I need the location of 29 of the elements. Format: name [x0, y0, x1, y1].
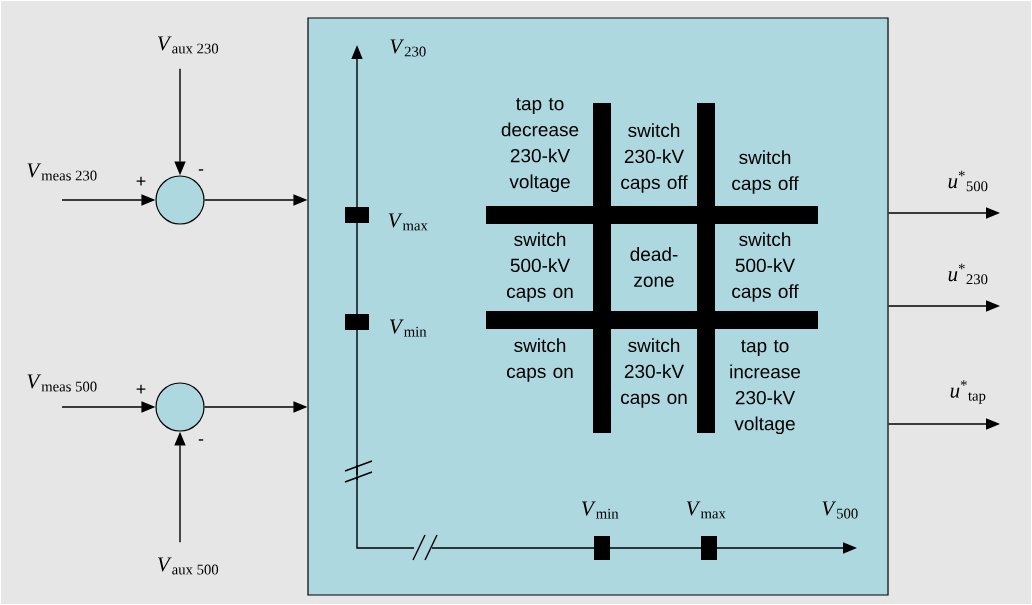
axis-label: V$_{max}$: [686, 501, 726, 519]
region-label: switch 500-kV caps on: [507, 232, 573, 302]
edge-label: u$^{*}$500: [948, 170, 988, 192]
region-label: switch 230-kV caps off: [621, 123, 688, 193]
controller-box: [307, 17, 889, 596]
region-label: switch caps on: [507, 338, 573, 382]
region-label: tap to increase 230-kV voltage: [730, 339, 801, 435]
summing-junction: [155, 382, 205, 432]
summing-junction: [155, 175, 205, 225]
region-label: switch 500-kV caps off: [732, 232, 799, 302]
signal-label: V$_{meas 230}$: [27, 163, 97, 181]
axis-label: V$_{230}$: [390, 39, 426, 57]
region-label: switch 230-kV caps on: [621, 338, 687, 408]
axis-label: V$_{min}$: [390, 319, 427, 337]
edge-label: u$^{*}$tap: [950, 380, 986, 404]
edge-label: u$^{*}$230: [948, 263, 988, 285]
axis-label: V$_{min}$: [582, 501, 619, 519]
axis-label: V$_{500}$: [822, 501, 858, 519]
signal-label: V$_{meas 500}$: [27, 374, 97, 392]
axis-label: V$_{max}$: [388, 213, 428, 231]
signal-label: V$_{aux 500}$: [157, 557, 219, 575]
sign-label: -: [198, 169, 204, 171]
region-label: dead-zone: [630, 247, 678, 287]
signal-label: V$_{aux 230}$: [157, 36, 219, 54]
region-label: switch caps off: [732, 150, 799, 194]
sign-label: +: [136, 176, 146, 186]
sign-label: -: [198, 439, 204, 441]
region-label: tap to decrease 230-kV voltage: [501, 97, 579, 193]
sign-label: +: [136, 384, 146, 394]
